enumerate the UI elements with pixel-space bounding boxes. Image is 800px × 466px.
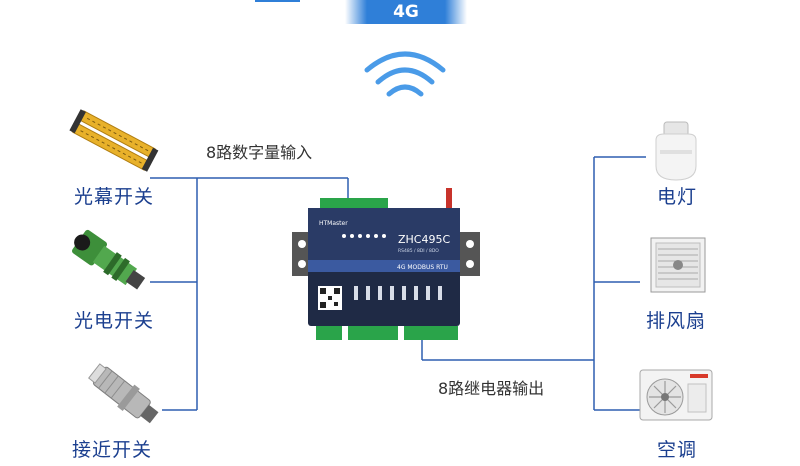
network-label: 4G bbox=[393, 2, 419, 22]
output-terminal-block-1 bbox=[348, 326, 398, 340]
wifi-signal-icon bbox=[364, 51, 446, 97]
output-title: 8路继电器输出 bbox=[438, 379, 545, 398]
network-banner: 4G bbox=[345, 0, 467, 24]
controller-model: ZHC495C bbox=[398, 233, 450, 246]
light-curtain-icon bbox=[69, 109, 159, 172]
input-device-label-3: 接近开关 bbox=[72, 439, 153, 461]
input-title: 8路数字量输入 bbox=[206, 143, 313, 162]
input-connection-lines bbox=[150, 177, 349, 411]
output-device-label-2: 排风扇 bbox=[646, 310, 707, 332]
controller-spec: RS485 / 8DI / 8DO bbox=[398, 248, 439, 254]
air-conditioner-icon bbox=[639, 369, 713, 421]
output-device-label-1: 电灯 bbox=[657, 186, 698, 208]
top-accent-line bbox=[255, 0, 300, 2]
exhaust-fan-icon bbox=[650, 237, 706, 293]
power-terminal-block bbox=[316, 326, 342, 340]
output-terminal-block-2 bbox=[404, 326, 458, 340]
light-bulb-icon bbox=[655, 121, 697, 181]
photoelectric-sensor-icon bbox=[72, 229, 146, 290]
input-device-label-2: 光电开关 bbox=[74, 310, 155, 332]
controller-brand: HTMaster bbox=[319, 220, 348, 227]
controller-subtitle: 4G MODBUS RTU bbox=[397, 264, 448, 271]
input-device-label-1: 光幕开关 bbox=[74, 186, 155, 208]
output-device-label-3: 空调 bbox=[657, 439, 698, 461]
proximity-sensor-icon bbox=[88, 363, 159, 424]
controller-device bbox=[292, 188, 480, 340]
